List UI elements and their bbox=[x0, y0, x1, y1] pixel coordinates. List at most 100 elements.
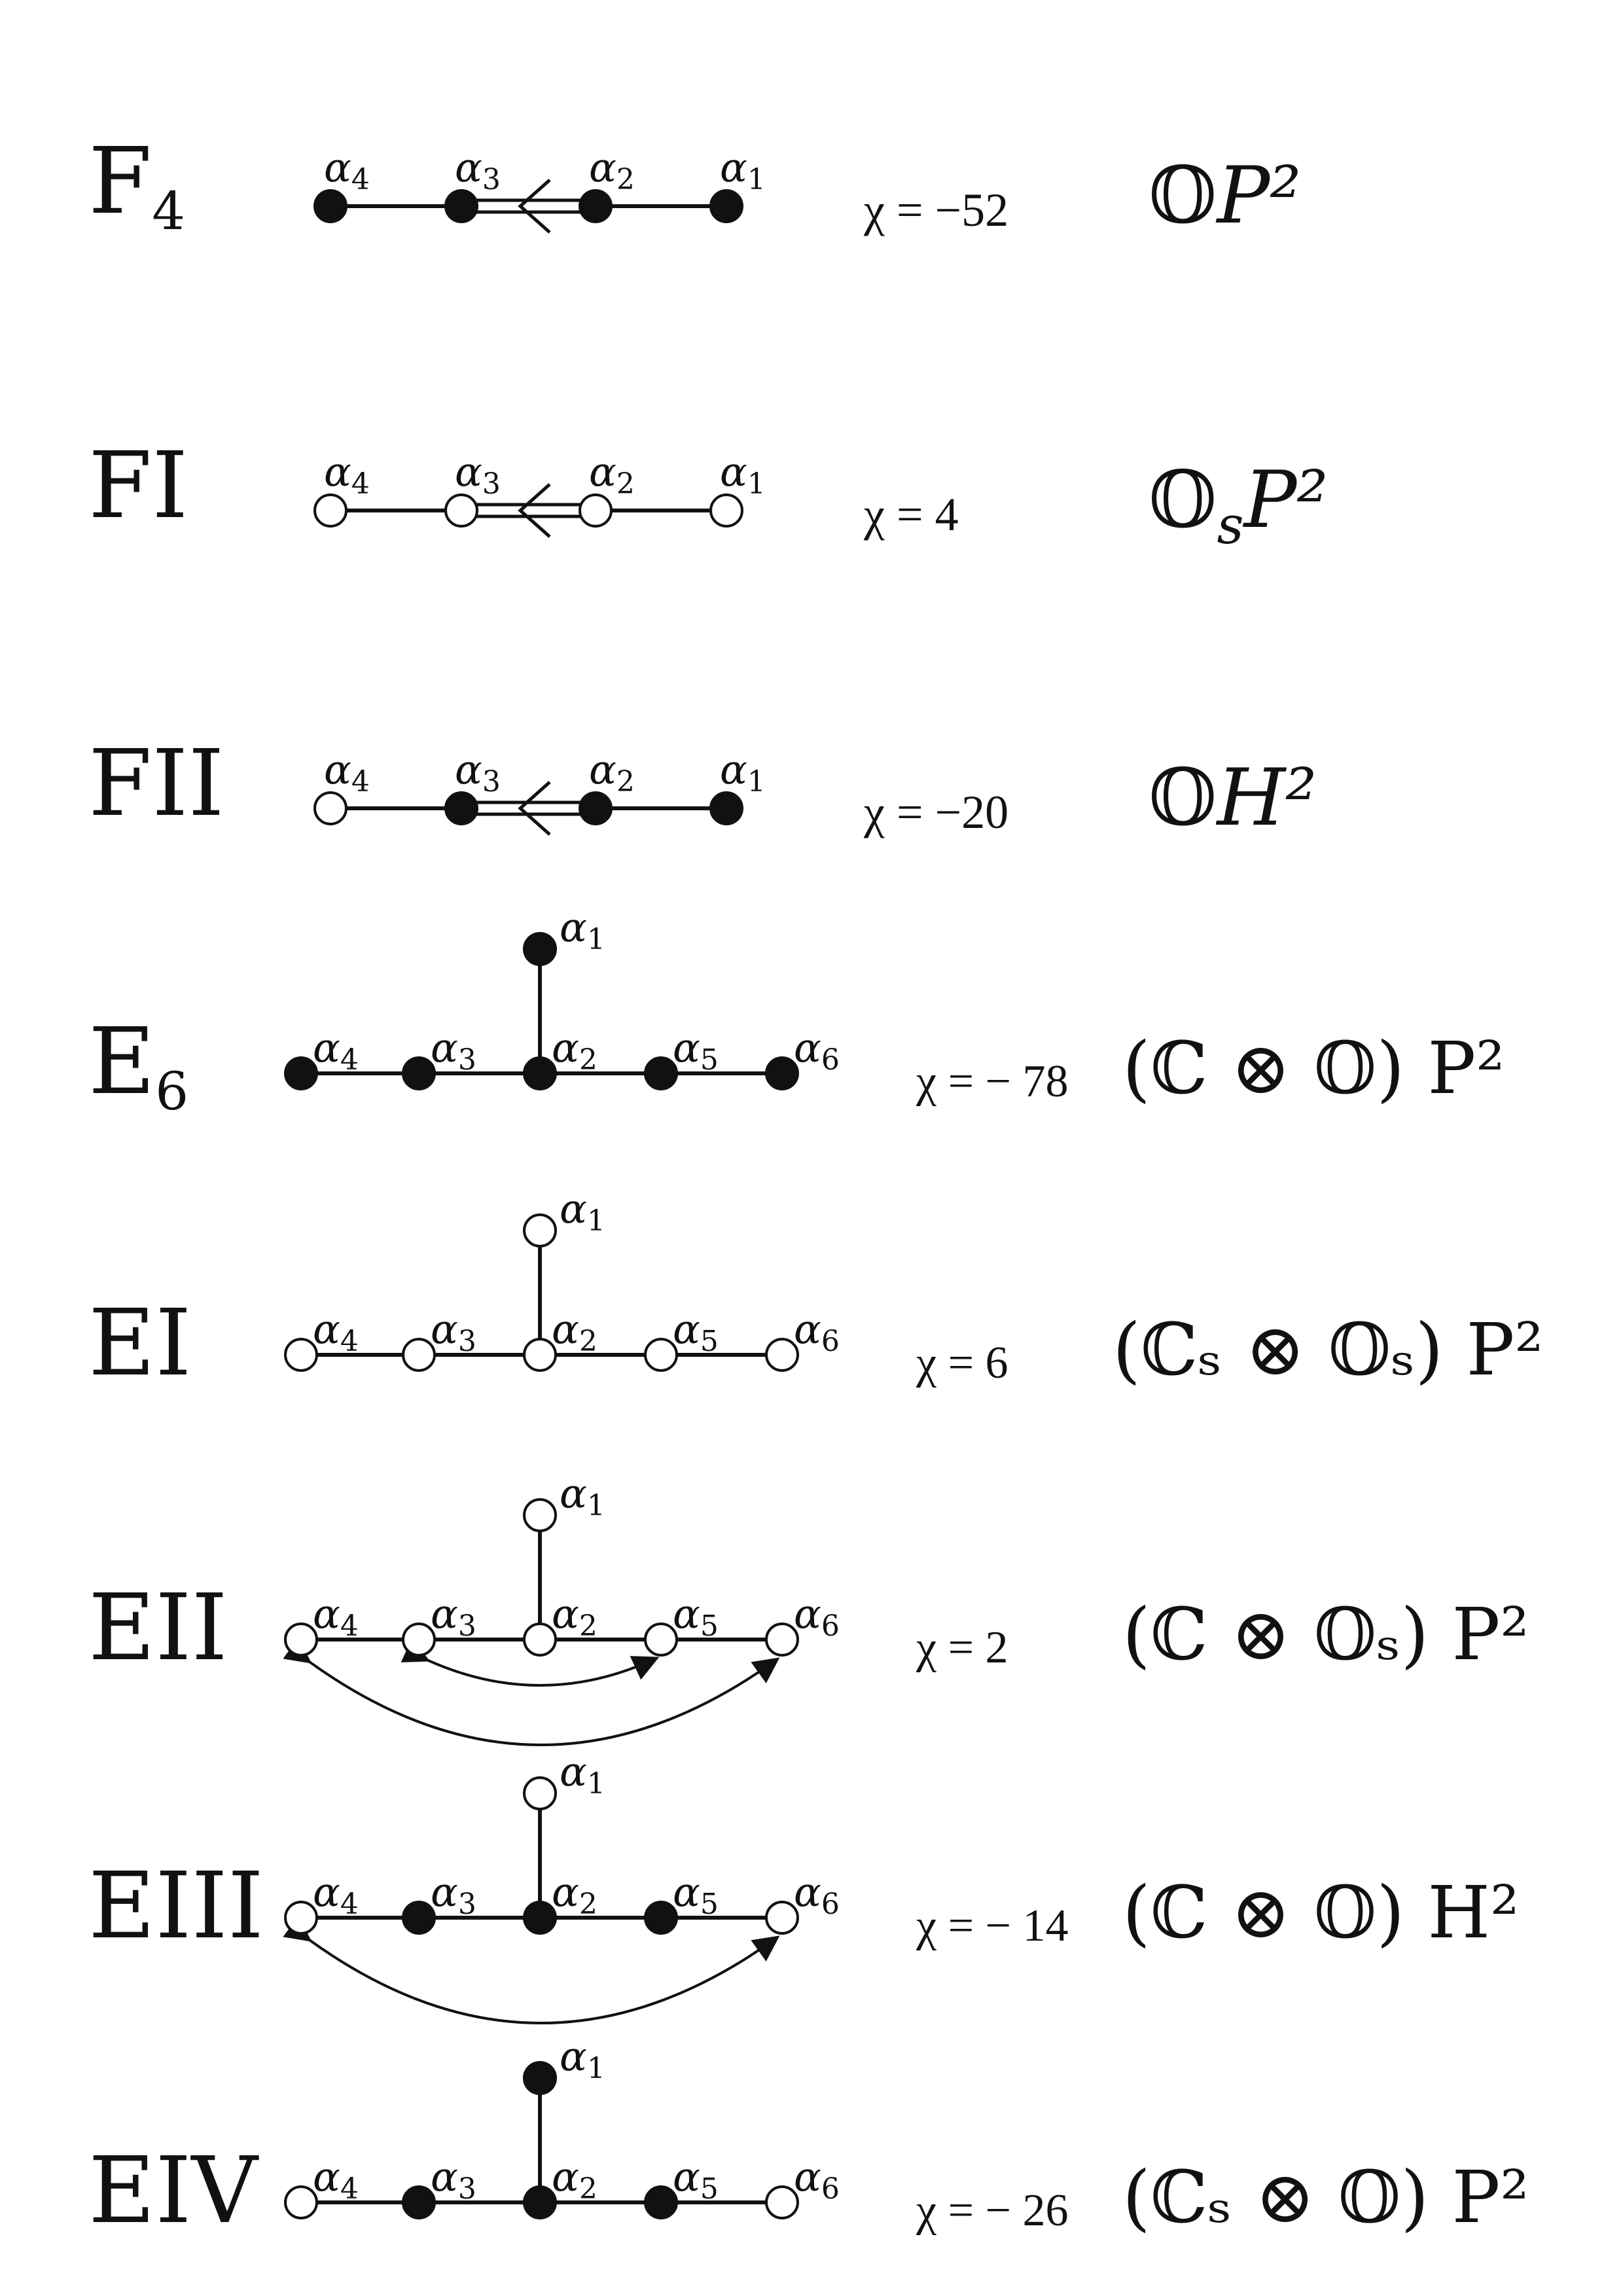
root-label-alpha4: α4 bbox=[313, 1590, 359, 1643]
symmetric-space: 𝕆H² bbox=[1149, 753, 1317, 844]
bond-direction-chevron bbox=[518, 179, 551, 234]
root-label-alpha2: α2 bbox=[552, 1868, 597, 1921]
root-node-alpha4 bbox=[313, 189, 348, 223]
bond-direction-chevron bbox=[518, 483, 551, 538]
symmetric-space: 𝕆P² bbox=[1149, 151, 1301, 242]
row-name: FI bbox=[88, 433, 188, 539]
euler-characteristic: χ = 2 bbox=[916, 1623, 1008, 1673]
root-node-alpha6 bbox=[765, 1056, 799, 1090]
root-node-alpha3 bbox=[402, 2185, 436, 2219]
row-name: E6 bbox=[88, 1009, 188, 1122]
root-label-alpha1: α1 bbox=[560, 1469, 605, 1522]
root-node-alpha1 bbox=[523, 2061, 557, 2095]
root-label-alpha4: α4 bbox=[324, 745, 370, 798]
root-node-alpha6 bbox=[765, 1338, 799, 1372]
root-label-alpha3: α3 bbox=[431, 2153, 476, 2206]
root-node-alpha3 bbox=[402, 1338, 436, 1372]
root-label-alpha3: α3 bbox=[455, 448, 501, 501]
root-label-alpha6: α6 bbox=[794, 2153, 840, 2206]
involution-arc-outer bbox=[283, 1638, 780, 1746]
symmetric-space: 𝕆sP² bbox=[1149, 455, 1328, 556]
root-node-alpha4 bbox=[284, 1901, 318, 1935]
row-name: F4 bbox=[88, 128, 185, 242]
root-label-alpha4: α4 bbox=[313, 1024, 359, 1077]
root-label-alpha2: α2 bbox=[589, 745, 635, 798]
root-node-alpha1 bbox=[523, 1498, 557, 1532]
root-label-alpha1: α1 bbox=[720, 143, 766, 196]
root-label-alpha6: α6 bbox=[794, 1024, 840, 1077]
root-node-alpha1 bbox=[709, 189, 743, 223]
root-label-alpha1: α1 bbox=[560, 2032, 605, 2085]
root-label-alpha5: α5 bbox=[673, 1590, 719, 1643]
root-node-alpha1 bbox=[523, 932, 557, 966]
root-node-alpha6 bbox=[765, 2185, 799, 2219]
root-label-alpha1: α1 bbox=[560, 1185, 605, 1238]
diagram-row-ei: EI α4 α3 α2 α5 α6 α1 χ = 6 (ℂₛ ⊗ 𝕆ₛ) P² bbox=[88, 1185, 1544, 1397]
root-node-alpha3 bbox=[402, 1056, 436, 1090]
root-node-alpha3 bbox=[402, 1623, 436, 1657]
root-label-alpha4: α4 bbox=[313, 1868, 359, 1921]
root-node-alpha2 bbox=[523, 1338, 557, 1372]
root-node-alpha4 bbox=[313, 791, 348, 825]
euler-characteristic: χ = −52 bbox=[863, 184, 1008, 236]
root-label-alpha3: α3 bbox=[431, 1305, 476, 1358]
euler-characteristic: χ = − 26 bbox=[916, 2185, 1069, 2236]
symmetric-space: (ℂ ⊗ 𝕆) H² bbox=[1122, 1871, 1519, 1954]
root-label-alpha5: α5 bbox=[673, 2153, 719, 2206]
root-node-alpha2 bbox=[579, 189, 613, 223]
root-node-alpha1 bbox=[709, 791, 743, 825]
root-node-alpha3 bbox=[444, 791, 478, 825]
euler-characteristic: χ = 6 bbox=[916, 1338, 1008, 1388]
root-label-alpha2: α2 bbox=[589, 143, 635, 196]
root-node-alpha4 bbox=[284, 1338, 318, 1372]
root-label-alpha4: α4 bbox=[324, 448, 370, 501]
root-node-alpha4 bbox=[284, 1056, 318, 1090]
euler-characteristic: χ = − 14 bbox=[916, 1901, 1069, 1951]
root-node-alpha1 bbox=[523, 1213, 557, 1247]
root-node-alpha5 bbox=[644, 1901, 678, 1935]
root-node-alpha1 bbox=[709, 493, 743, 528]
row-name: FII bbox=[88, 730, 224, 837]
symmetric-space: (ℂₛ ⊗ 𝕆) P² bbox=[1122, 2155, 1529, 2239]
root-node-alpha4 bbox=[284, 2185, 318, 2219]
root-label-alpha3: α3 bbox=[455, 745, 501, 798]
root-label-alpha1: α1 bbox=[560, 903, 605, 956]
root-label-alpha2: α2 bbox=[552, 1590, 597, 1643]
root-node-alpha2 bbox=[523, 1623, 557, 1657]
root-node-alpha5 bbox=[644, 2185, 678, 2219]
root-node-alpha5 bbox=[644, 1338, 678, 1372]
root-label-alpha3: α3 bbox=[431, 1024, 476, 1077]
row-name: EIII bbox=[88, 1853, 264, 1960]
symmetric-space: (ℂ ⊗ 𝕆) P² bbox=[1122, 1026, 1505, 1110]
row-name: EIV bbox=[88, 2138, 260, 2244]
root-label-alpha2: α2 bbox=[552, 2153, 597, 2206]
root-node-alpha2 bbox=[579, 791, 613, 825]
root-node-alpha2 bbox=[523, 1056, 557, 1090]
root-label-alpha3: α3 bbox=[431, 1590, 476, 1643]
root-label-alpha4: α4 bbox=[313, 1305, 359, 1358]
root-node-alpha1 bbox=[523, 1776, 557, 1810]
root-label-alpha3: α3 bbox=[431, 1868, 476, 1921]
row-name: EI bbox=[88, 1290, 192, 1397]
root-node-alpha6 bbox=[765, 1623, 799, 1657]
root-node-alpha5 bbox=[644, 1056, 678, 1090]
symmetric-space: (ℂₛ ⊗ 𝕆ₛ) P² bbox=[1113, 1308, 1544, 1391]
root-node-alpha4 bbox=[313, 493, 348, 528]
root-label-alpha2: α2 bbox=[589, 448, 635, 501]
root-label-alpha6: α6 bbox=[794, 1305, 840, 1358]
root-label-alpha6: α6 bbox=[794, 1868, 840, 1921]
root-label-alpha2: α2 bbox=[552, 1305, 597, 1358]
root-label-alpha5: α5 bbox=[673, 1024, 719, 1077]
root-node-alpha3 bbox=[444, 189, 478, 223]
root-label-alpha5: α5 bbox=[673, 1305, 719, 1358]
root-label-alpha1: α1 bbox=[720, 745, 766, 798]
root-label-alpha2: α2 bbox=[552, 1024, 597, 1077]
